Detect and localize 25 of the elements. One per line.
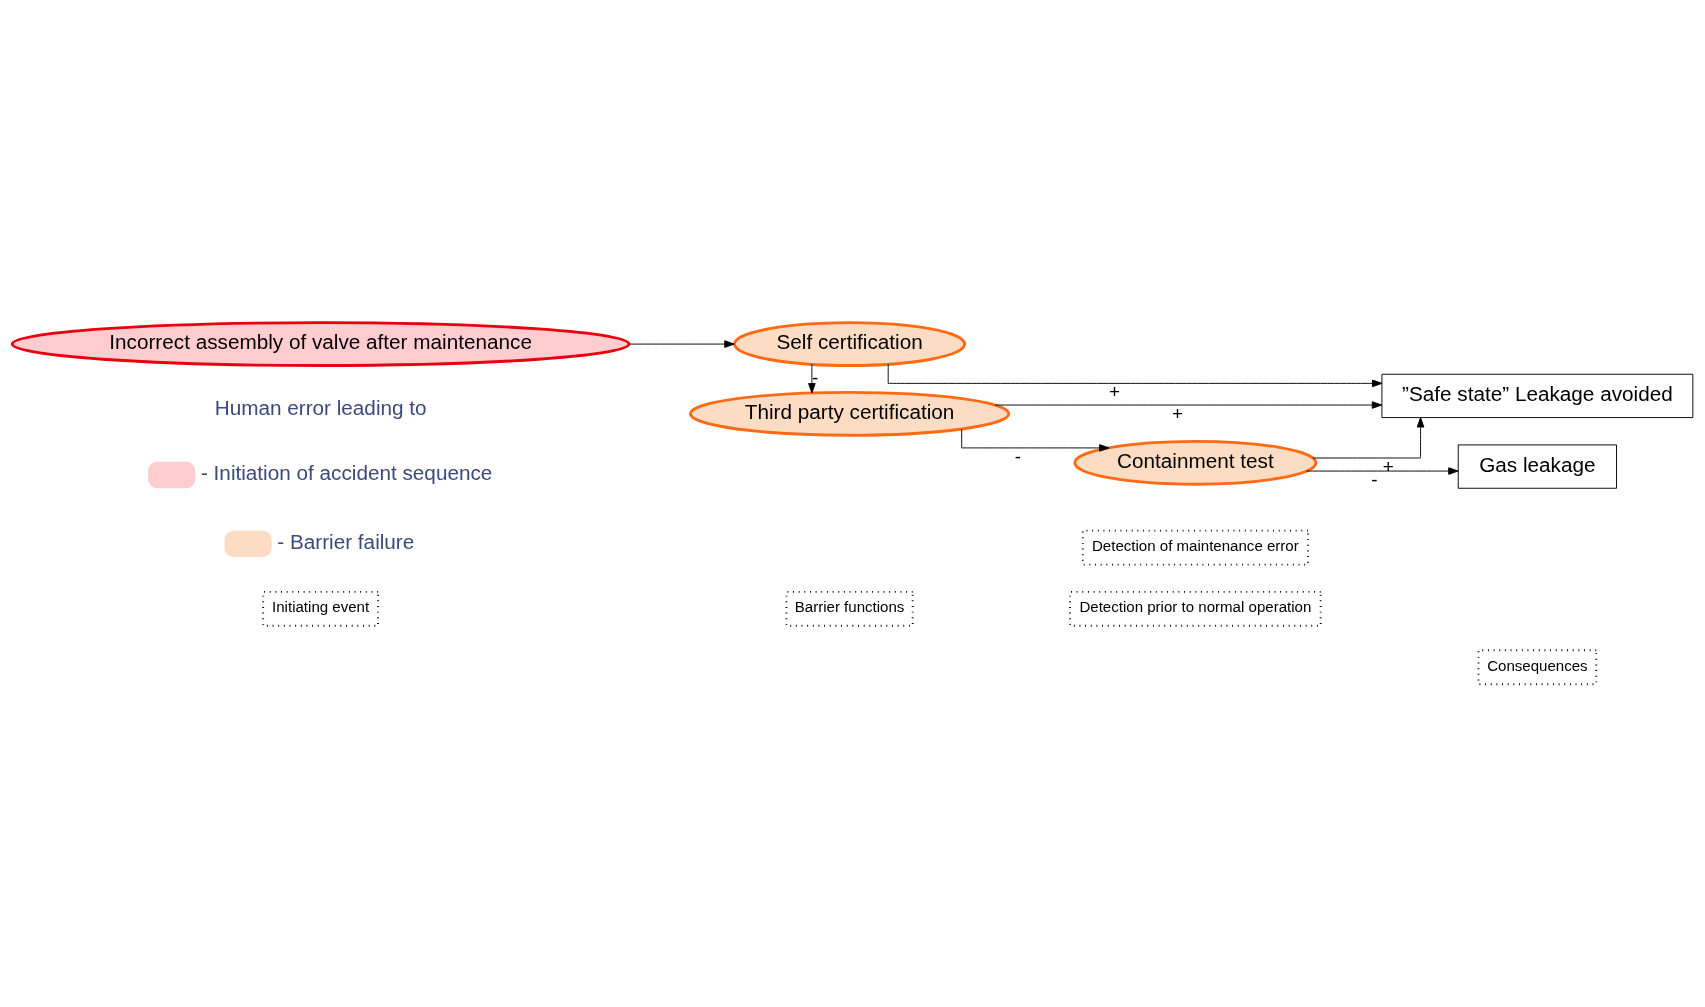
edge-label: + — [1109, 381, 1121, 403]
edge-label: - — [812, 366, 819, 388]
node-ellipse: Self certification — [733, 321, 967, 367]
node-box: Gas leakage — [1457, 444, 1617, 489]
arrow — [1306, 467, 1459, 475]
node-box: ”Safe state” Leakage avoided — [1381, 373, 1694, 419]
arrow — [1312, 417, 1425, 459]
arrow — [629, 340, 735, 348]
node-box: Detection of maintenance error — [1081, 529, 1309, 566]
node-ellipse: Incorrect assembly of valve after maintenance — [10, 321, 631, 367]
edge-label: + — [1172, 403, 1184, 425]
node-box: Consequences — [1477, 649, 1598, 686]
node-ellipse: Containment test — [1073, 439, 1318, 486]
label: Human error leading to — [214, 396, 427, 420]
node-box: Initiating event — [262, 590, 380, 627]
edge-label: - — [1014, 445, 1022, 467]
node-ellipse: Third party certification — [688, 390, 1011, 437]
edge-label: - — [1371, 469, 1378, 491]
node-box: Barrier functions — [785, 590, 914, 627]
node-box: Detection prior to normal operation — [1069, 590, 1322, 627]
legend-label: - Initiation of accident sequence — [200, 461, 493, 485]
arrow — [808, 363, 816, 394]
legend-label: - Barrier failure — [277, 530, 415, 554]
arrow — [994, 401, 1383, 409]
edge-label: + — [1382, 456, 1394, 478]
